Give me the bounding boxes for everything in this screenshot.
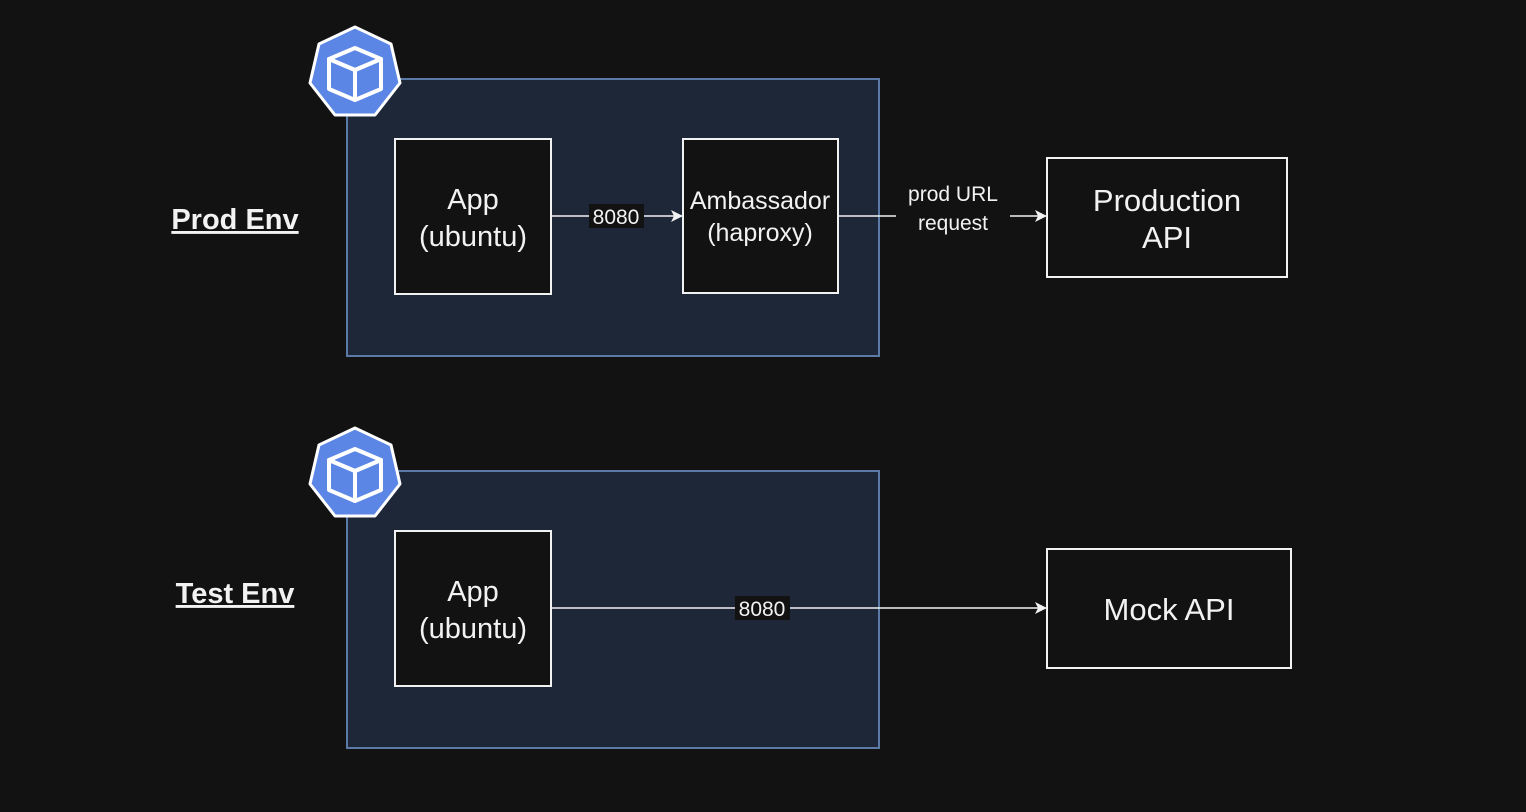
prod-app-subtitle: (ubuntu) (419, 221, 527, 253)
prod-ambassador-box (682, 138, 839, 294)
prod-port-label: 8080 (593, 206, 640, 229)
test-kubernetes-pod-icon (308, 426, 402, 518)
mock-api-title: Mock API (1104, 592, 1235, 627)
test-port-label: 8080 (739, 598, 786, 621)
prod-ambassador-title: Ambassador (690, 187, 830, 215)
test-env-label: Test Env (176, 578, 295, 610)
prod-request-label-line2: request (918, 212, 988, 235)
prod-app-title: App (447, 184, 499, 216)
prod-ambassador-subtitle: (haproxy) (707, 219, 813, 247)
prod-request-label-bg (896, 178, 1010, 238)
prod-request-label-line1: prod URL (908, 183, 998, 206)
production-api-subtitle: API (1142, 220, 1192, 255)
test-app-title: App (447, 576, 499, 608)
test-app-subtitle: (ubuntu) (419, 613, 527, 645)
prod-kubernetes-pod-icon (308, 25, 402, 117)
test-app-box (394, 530, 552, 687)
production-api-box (1046, 157, 1288, 278)
test-port-label-bg (735, 596, 790, 620)
mock-api-box (1046, 548, 1292, 669)
prod-env-label: Prod Env (171, 204, 298, 236)
production-api-title: Production (1093, 183, 1241, 218)
prod-app-box (394, 138, 552, 295)
prod-port-label-bg (589, 204, 644, 228)
